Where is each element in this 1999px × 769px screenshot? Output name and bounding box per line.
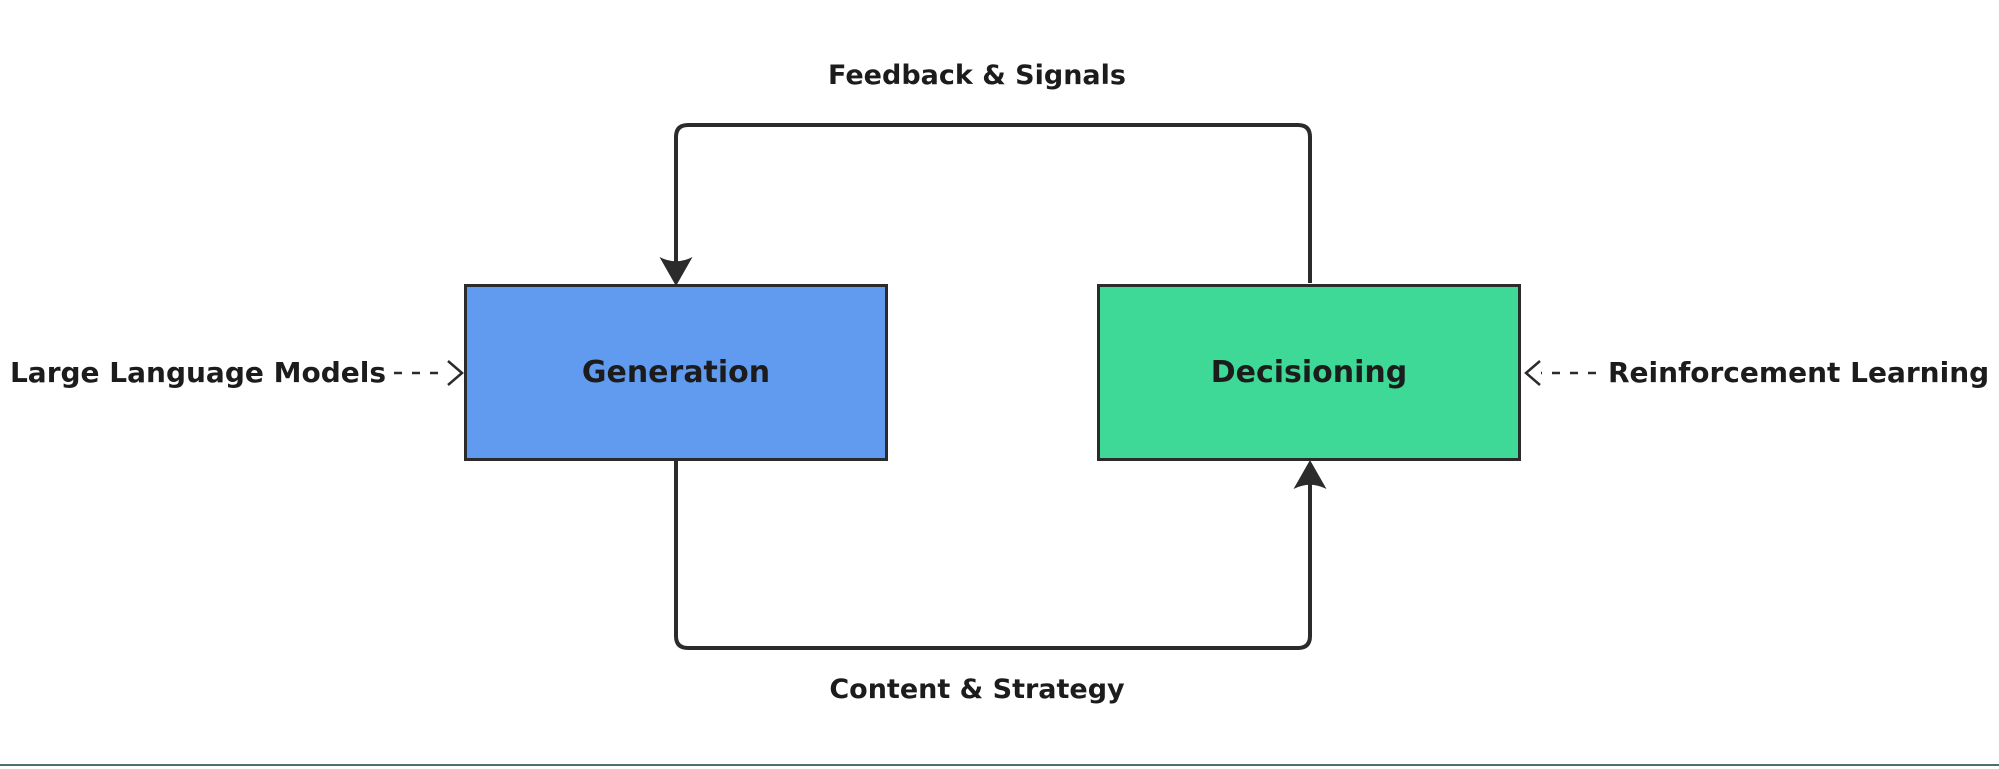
llm-edge-arrowhead-icon — [447, 360, 464, 386]
decisioning-node-label: Decisioning — [1210, 355, 1408, 390]
feedback-edge-arrowhead-icon — [659, 257, 693, 286]
rl-edge-label: Reinforcement Learning — [1608, 356, 1990, 389]
feedback-edge-label: Feedback & Signals — [828, 60, 1126, 91]
decisioning-node: Decisioning — [1097, 284, 1521, 461]
generation-node: Generation — [464, 284, 888, 461]
content-edge-arrowhead-icon — [1293, 460, 1327, 489]
rl-edge-arrowhead-icon — [1524, 360, 1541, 386]
llm-edge-label: Large Language Models — [9, 356, 386, 389]
footer-divider — [0, 764, 1999, 766]
content-edge-line — [674, 461, 1312, 650]
content-edge-label: Content & Strategy — [829, 674, 1125, 705]
generation-node-label: Generation — [581, 355, 771, 390]
feedback-edge-line — [674, 123, 1312, 283]
